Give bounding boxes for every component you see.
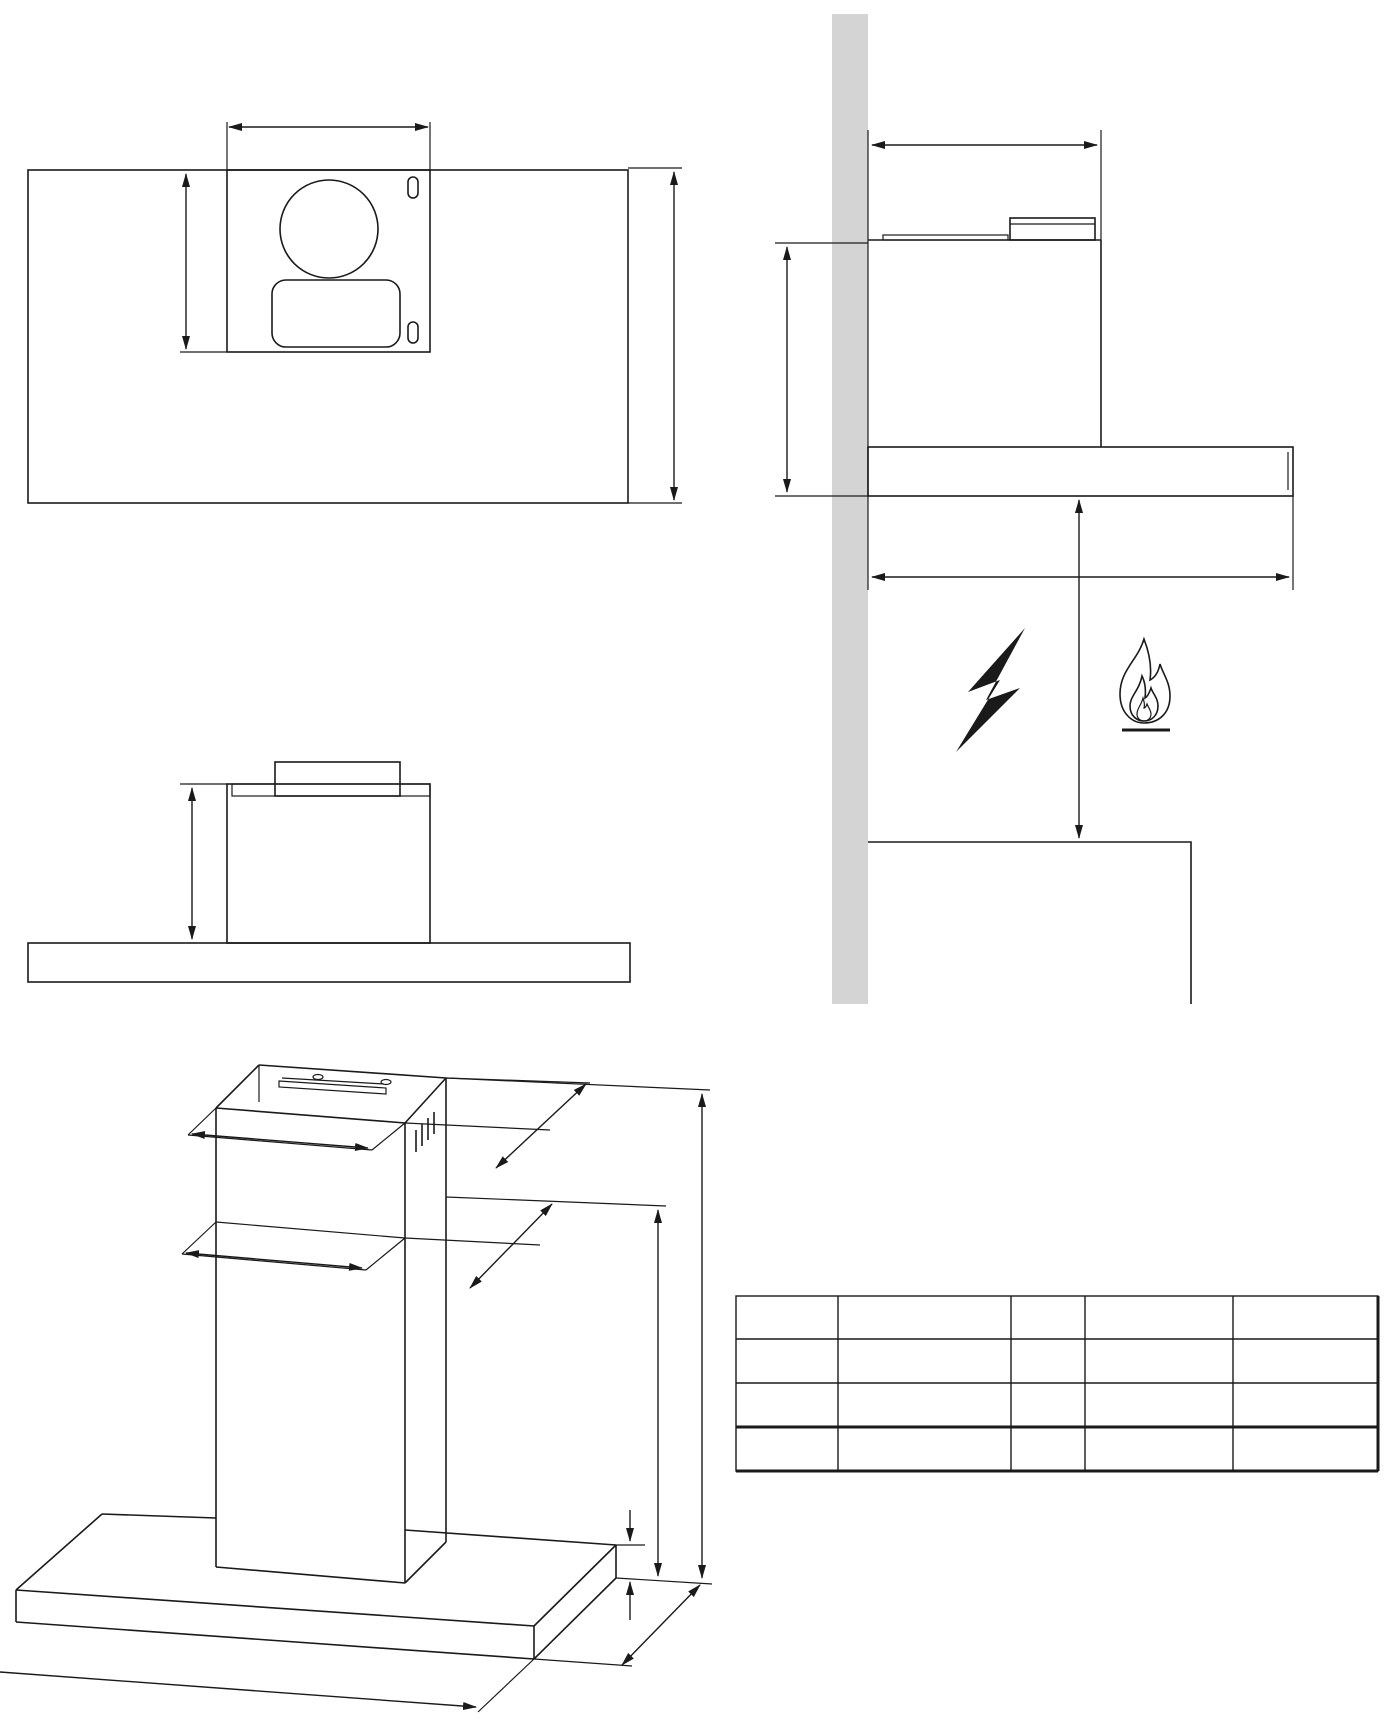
top-plate-side — [882, 234, 1009, 241]
dimension-canopy-depth-iso — [621, 1584, 701, 1666]
dimension-upper-chimney-width — [191, 1131, 369, 1151]
hood-top-outline — [27, 169, 629, 504]
top-plate-slot — [278, 1080, 387, 1095]
isometric-view — [0, 1064, 713, 1713]
cooktop-outline — [868, 841, 1192, 1004]
hood-canopy-side — [867, 446, 1294, 497]
dimension-lower-chimney-depth — [469, 1203, 553, 1289]
hood-canopy-front — [27, 942, 631, 983]
dimension-canopy-width-iso — [0, 1671, 477, 1711]
motor-cap-front — [274, 761, 401, 797]
dimension-lower-chimney-width — [185, 1250, 363, 1271]
spec-table — [735, 1295, 1380, 1473]
chimney-top-outline — [226, 169, 431, 353]
mounting-slot-lower — [407, 321, 419, 344]
lightning-bolt-icon — [956, 628, 1025, 752]
front-view — [27, 761, 631, 983]
mounting-slot-upper — [407, 176, 419, 199]
duct-outlet-circle — [279, 179, 379, 279]
wall — [832, 14, 868, 1004]
motor-cap-side — [1009, 217, 1096, 241]
flame-icon — [1119, 636, 1171, 732]
side-view — [775, 14, 1294, 1004]
dimension-upper-chimney-depth — [495, 1083, 587, 1169]
filter-panel — [271, 279, 401, 348]
top-view — [27, 122, 682, 504]
chimney-front — [226, 783, 431, 944]
